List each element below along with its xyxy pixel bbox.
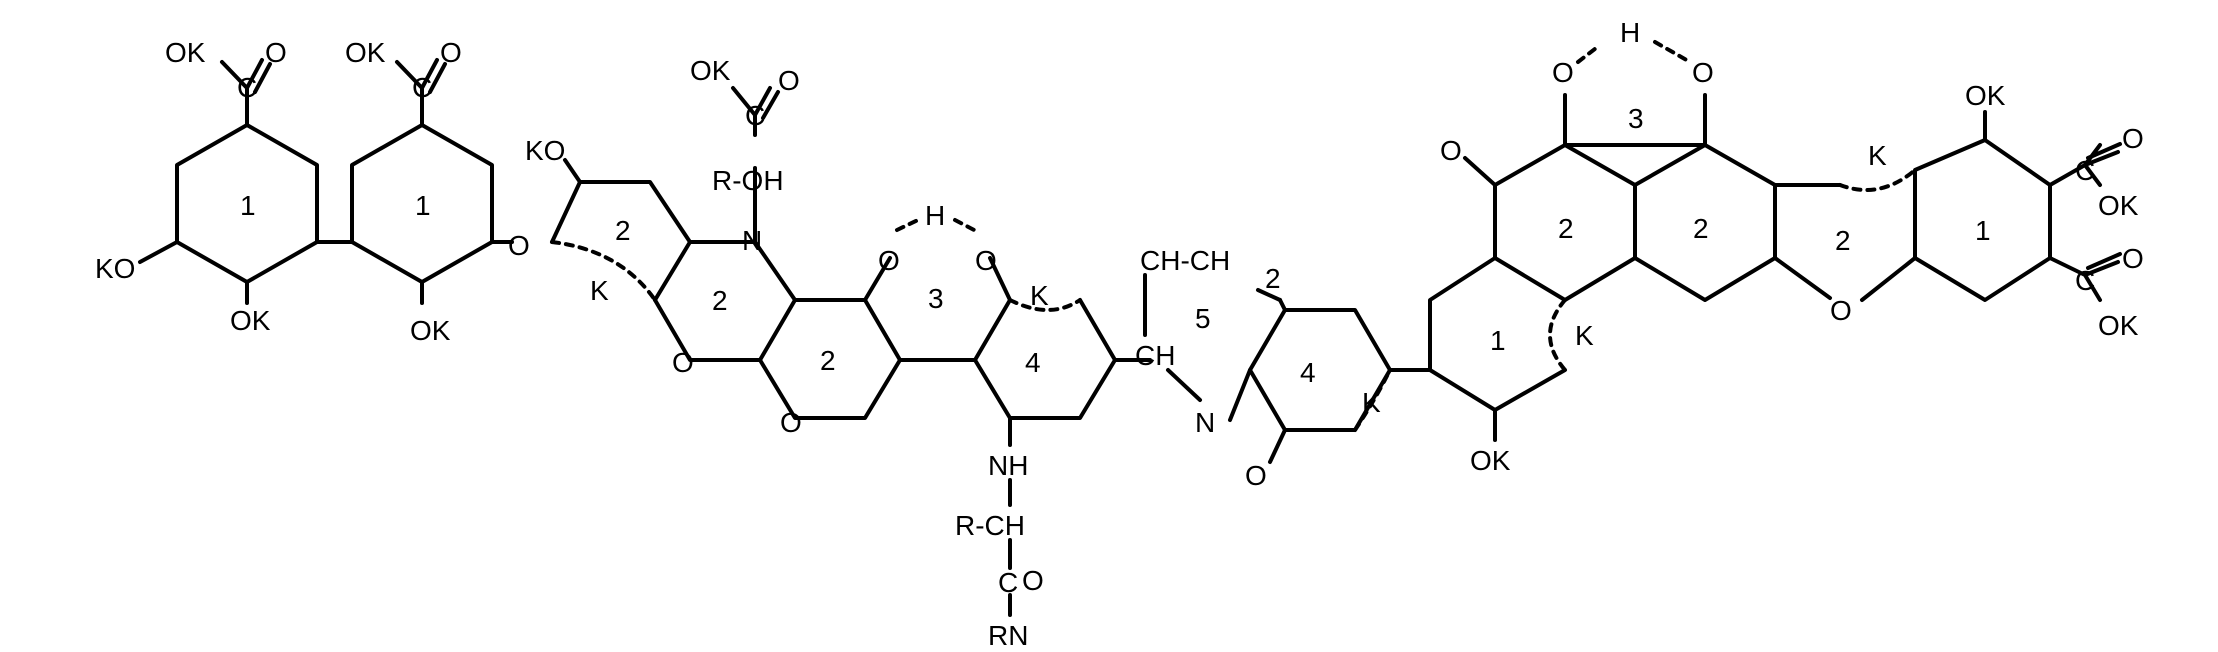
ok-label: OK: [410, 315, 451, 346]
ko-label: KO: [525, 135, 565, 166]
hydrogen-label: H: [1620, 17, 1640, 48]
ring-number: 4: [1300, 357, 1316, 388]
ring-number: 1: [240, 190, 256, 221]
oxygen-label: O: [878, 245, 900, 276]
ring-number: 2: [712, 285, 728, 316]
ring-number: 2: [1693, 213, 1709, 244]
ring-number: 3: [1628, 103, 1644, 134]
ok-label: OK: [1965, 80, 2006, 111]
ok-label: OK: [1470, 445, 1511, 476]
oxygen-label: O: [1022, 565, 1044, 596]
carbon-label: C: [745, 100, 765, 131]
ok-label: OK: [690, 55, 731, 86]
subscript-label: 2: [1265, 263, 1281, 294]
ring-oxygen-label: O: [1830, 295, 1852, 326]
hydrogen-label: H: [925, 200, 945, 231]
ring-number: 1: [1490, 325, 1506, 356]
ring-2-upper: [1463, 93, 1637, 302]
r-ch-label: R-CH: [955, 510, 1025, 541]
oxygen-label: O: [1692, 57, 1714, 88]
ring-number: 2: [820, 345, 836, 376]
nitrogen-label: N: [742, 225, 762, 256]
oxygen-label: O: [2122, 243, 2144, 274]
nh-label: NH: [988, 450, 1028, 481]
ring-oxygen-label: O: [780, 407, 802, 438]
carbon-label: C: [2075, 155, 2095, 186]
ok-label: OK: [230, 305, 271, 336]
oxygen-label: O: [1552, 57, 1574, 88]
k-label: K: [590, 275, 609, 306]
oxygen-label: O: [265, 37, 287, 68]
carbon-label: C: [998, 567, 1018, 598]
ring-4-left: [973, 298, 1117, 447]
ring-5: [1113, 273, 1282, 422]
ring-2-right: [1633, 143, 1777, 302]
ok-label: OK: [345, 37, 386, 68]
ring-1-right: [1913, 110, 2122, 302]
oxygen-label: O: [2122, 123, 2144, 154]
ring-number: 1: [415, 190, 431, 221]
k-label: K: [1030, 280, 1049, 311]
ring-number: 2: [1835, 225, 1851, 256]
k-label: K: [1575, 320, 1594, 351]
ok-label: OK: [165, 37, 206, 68]
ring-number: 2: [615, 215, 631, 246]
ring-2-pyran-right: [1773, 168, 1917, 302]
carbon-label: C: [237, 72, 257, 103]
ko-label: KO: [95, 253, 135, 284]
k-label: K: [1362, 387, 1381, 418]
ring-number: 1: [1975, 215, 1991, 246]
ring-number: 2: [1558, 213, 1574, 244]
oxygen-label: O: [1440, 135, 1462, 166]
ring-3-hbond: [863, 218, 1012, 362]
ring-2-pyran: [653, 86, 797, 362]
ring-2-third: [758, 298, 902, 420]
nitrogen-label: N: [1195, 407, 1215, 438]
ring-1-left: [138, 58, 354, 305]
ring-1-second: [350, 58, 514, 305]
oxygen-label: O: [778, 65, 800, 96]
r-oh-label: R-OH: [712, 165, 784, 196]
k-dashed-bond: [1353, 368, 1392, 432]
ch-label: CH: [1135, 340, 1175, 371]
ring-3-top: [1563, 40, 1707, 147]
carbon-label: C: [2075, 265, 2095, 296]
ring-oxygen-label: O: [508, 230, 530, 261]
ring-1-middle: [1428, 256, 1567, 442]
ring-4-keto: [1248, 298, 1432, 464]
rn-label: RN: [988, 620, 1028, 651]
k-label: K: [1868, 140, 1887, 171]
oxygen-label: O: [975, 245, 997, 276]
ring-number: 3: [928, 283, 944, 314]
ch-ch2-label: CH-CH: [1140, 245, 1230, 276]
ring-number: 4: [1025, 347, 1041, 378]
oxygen-label: O: [1245, 460, 1267, 491]
ring-2-five: [550, 158, 692, 302]
ok-label: OK: [2098, 310, 2139, 341]
ok-label: OK: [2098, 190, 2139, 221]
carbon-label: C: [412, 72, 432, 103]
oxygen-label: O: [440, 37, 462, 68]
ring-number: 5: [1195, 303, 1211, 334]
ring-oxygen-label: O: [672, 347, 694, 378]
